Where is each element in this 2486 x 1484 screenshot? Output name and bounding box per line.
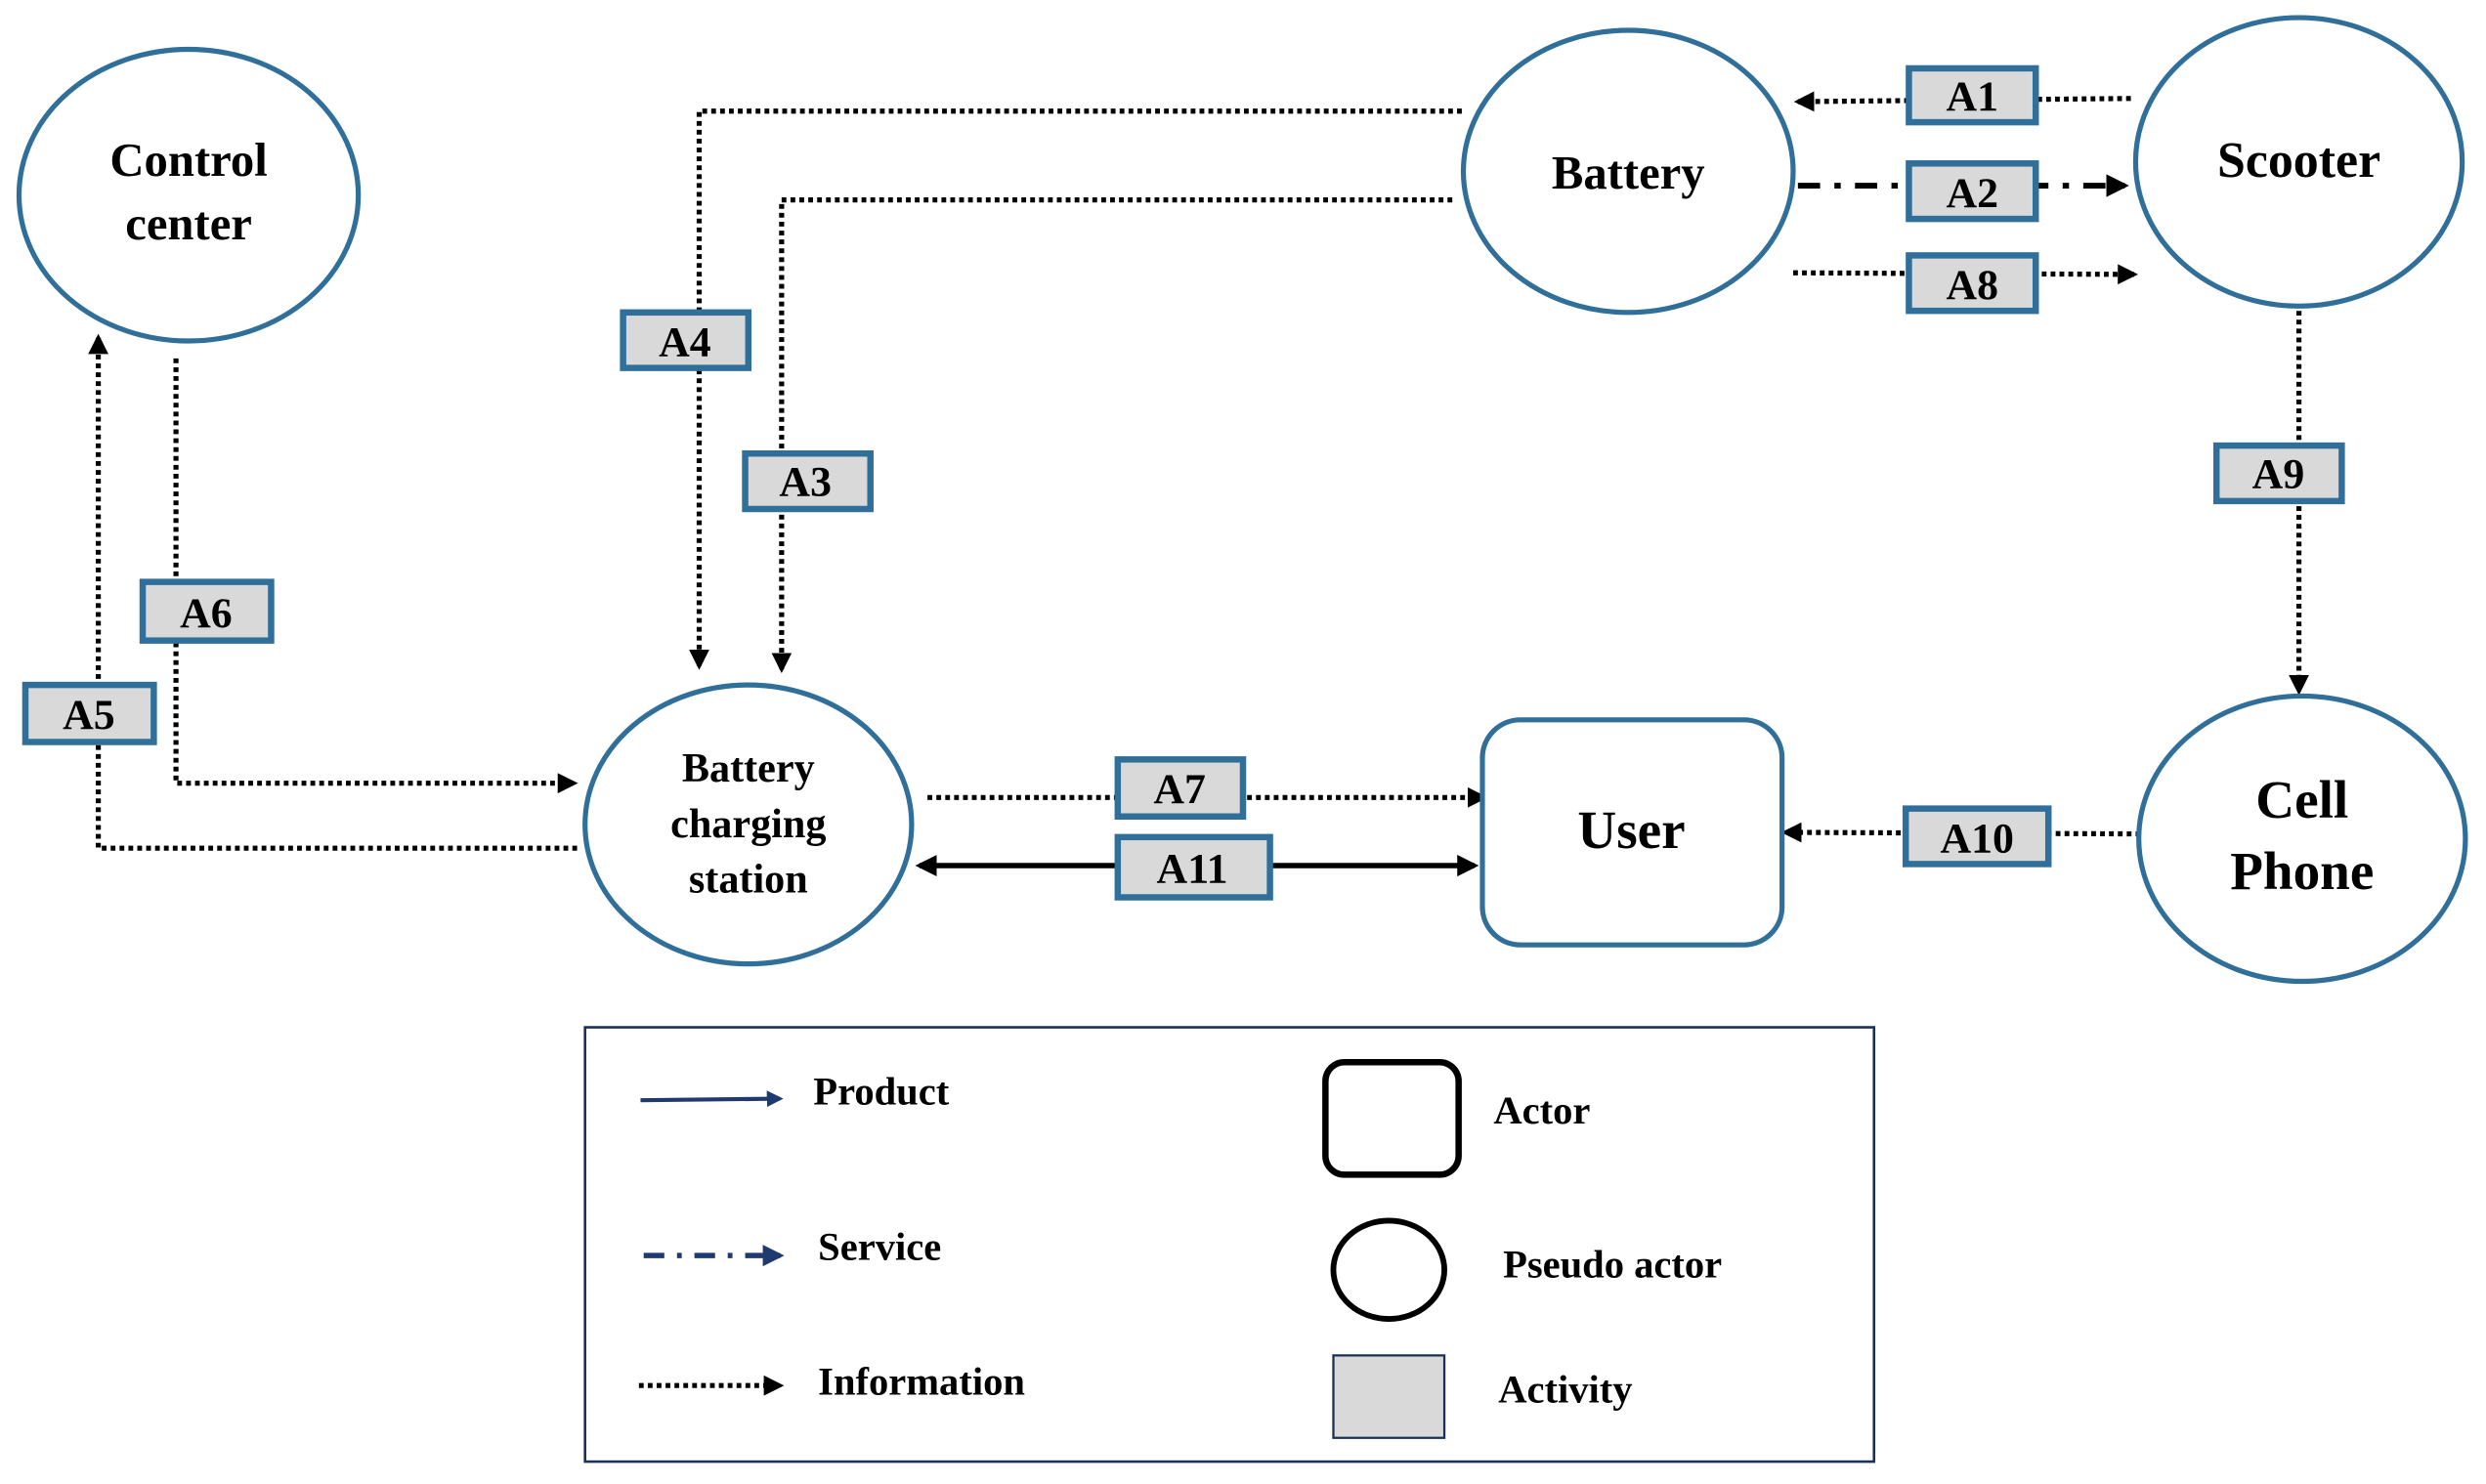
activity-label: A4 [659, 319, 711, 366]
node-battery-charging-station[interactable]: Battery charging station [582, 682, 915, 967]
node-label: User [1577, 800, 1685, 860]
pseudo-actor-shape-icon [1330, 1217, 1447, 1322]
activity-label: A9 [2252, 450, 2305, 497]
legend-label: Pseudo actor [1503, 1242, 1722, 1286]
node-label: charging [670, 801, 826, 847]
activity-a1[interactable]: A1 [1906, 64, 2039, 126]
legend: Product Service Information Actor Pseudo… [583, 1026, 1876, 1463]
activity-label: A1 [1947, 73, 1999, 120]
activity-a5[interactable]: A5 [21, 681, 157, 745]
node-label: Cell [2255, 770, 2348, 829]
activity-a11[interactable]: A11 [1114, 833, 1273, 901]
activity-label: A10 [1940, 815, 2013, 862]
activity-a4[interactable]: A4 [620, 309, 752, 371]
node-label: center [125, 197, 252, 250]
node-battery[interactable]: Battery [1460, 27, 1796, 316]
activity-a6[interactable]: A6 [139, 578, 275, 644]
activity-a8[interactable]: A8 [1906, 252, 2039, 315]
legend-actor: Actor [1322, 1058, 1590, 1178]
node-label: Battery [682, 745, 815, 791]
activity-label: A5 [63, 692, 115, 739]
legend-label: Actor [1493, 1088, 1590, 1132]
activity-label: A2 [1947, 170, 1999, 217]
node-label: Scooter [2217, 133, 2380, 189]
activity-a7[interactable]: A7 [1114, 756, 1247, 820]
activity-a3[interactable]: A3 [742, 449, 874, 513]
flow-a4-arrow [689, 108, 1462, 670]
product-arrow-icon [640, 1090, 784, 1108]
legend-service: Service [643, 1225, 941, 1269]
node-scooter[interactable]: Scooter [2132, 15, 2465, 309]
flow-a6-arrow [173, 358, 579, 794]
actor-shape-icon [1322, 1058, 1462, 1178]
flow-a5-arrow [88, 333, 578, 851]
legend-activity: Activity [1332, 1354, 1633, 1439]
activity-shape-icon [1332, 1354, 1446, 1439]
activity-label: A11 [1157, 845, 1228, 892]
activity-label: A3 [779, 458, 832, 505]
activity-a2[interactable]: A2 [1906, 160, 2039, 223]
legend-label: Service [818, 1225, 941, 1269]
flow-a3-arrow [771, 197, 1453, 674]
activity-a10[interactable]: A10 [1902, 805, 2052, 868]
legend-information: Information [638, 1360, 1025, 1404]
activity-a9[interactable]: A9 [2212, 442, 2345, 505]
legend-label: Product [813, 1070, 949, 1114]
node-label: station [689, 857, 808, 903]
legend-label: Activity [1498, 1368, 1632, 1412]
activity-label: A7 [1153, 766, 1206, 813]
activity-label: A6 [180, 590, 233, 637]
legend-product: Product [640, 1070, 950, 1114]
legend-pseudo-actor: Pseudo actor [1330, 1217, 1722, 1322]
activity-label: A8 [1947, 262, 1999, 309]
node-label: Battery [1552, 147, 1705, 199]
node-cell-phone[interactable]: Cell Phone [2136, 693, 2468, 985]
node-control-center[interactable]: Control center [16, 46, 362, 344]
node-user[interactable]: User [1479, 717, 1785, 948]
node-label: Control [109, 134, 267, 187]
node-label: Phone [2230, 841, 2374, 901]
legend-label: Information [818, 1360, 1025, 1404]
flow-a1-arrow [1793, 91, 2131, 112]
